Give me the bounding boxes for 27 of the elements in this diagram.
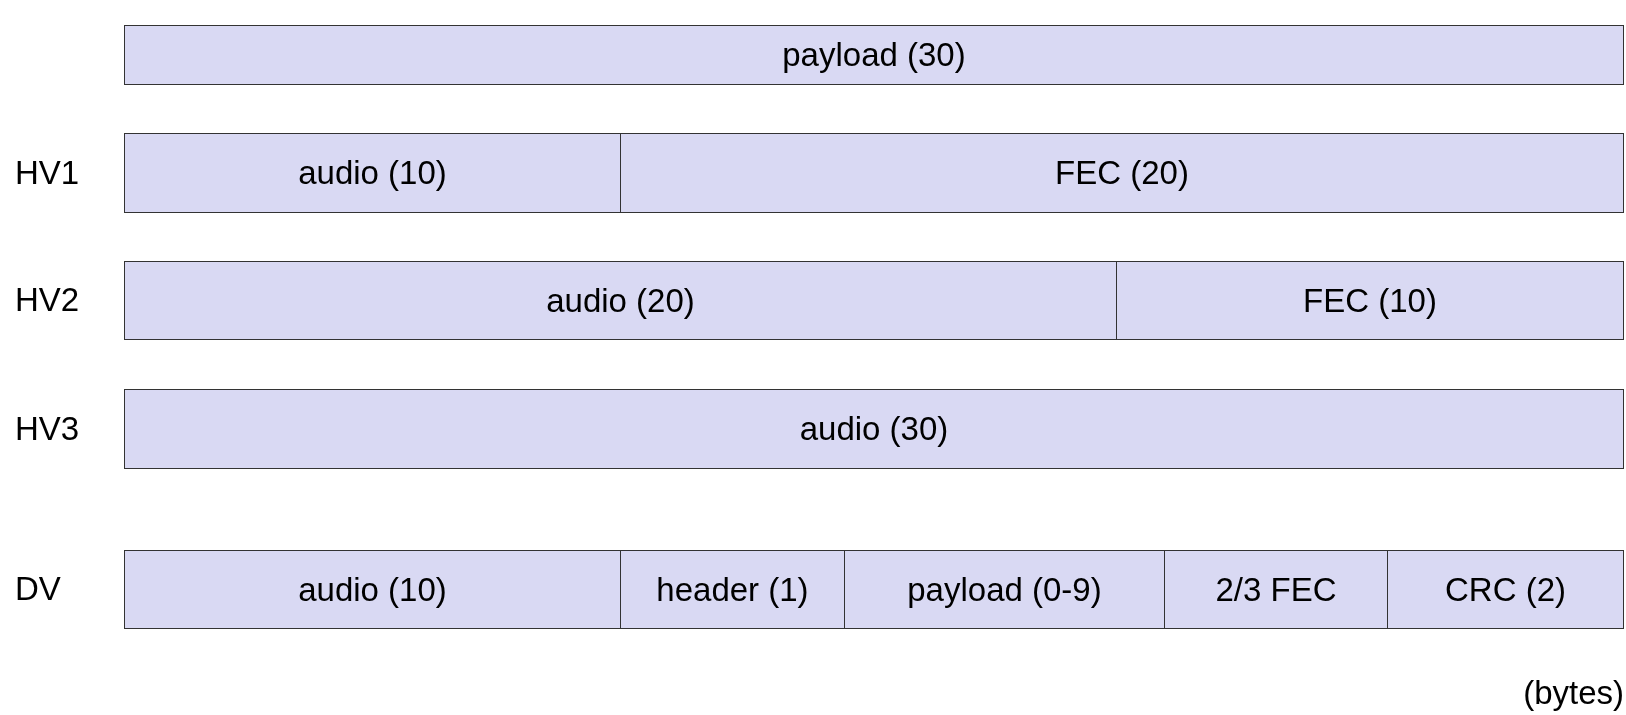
field-label: 2/3 FEC: [1215, 570, 1337, 609]
row-label: HV1: [15, 156, 80, 189]
packet-field: [1164, 550, 1388, 629]
row-label: HV2: [15, 283, 80, 316]
packet-field: [1387, 550, 1624, 629]
row-label: HV3: [15, 412, 80, 445]
packet-field: [1116, 261, 1624, 340]
field-label: FEC (10): [1303, 281, 1437, 320]
field-label: audio (30): [799, 410, 949, 448]
field-label: header (1): [656, 570, 809, 609]
field-label: audio (10): [298, 570, 447, 609]
row-label: DV: [15, 572, 61, 605]
packet-field: [124, 389, 1624, 469]
packet-field: [620, 133, 1624, 213]
field-label: payload (0-9): [907, 570, 1102, 609]
field-label: CRC (2): [1445, 570, 1566, 609]
packet-field: [844, 550, 1165, 629]
packet-field: [124, 261, 1117, 340]
field-label: FEC (20): [1055, 154, 1189, 192]
field-label: audio (20): [546, 281, 695, 320]
field-label: payload (30): [782, 36, 966, 74]
packet-field: [124, 25, 1624, 85]
packet-field: [620, 550, 845, 629]
field-label: audio (10): [298, 154, 447, 192]
packet-field: [124, 133, 621, 213]
unit-note: (bytes): [1523, 676, 1624, 709]
packet-field: [124, 550, 621, 629]
